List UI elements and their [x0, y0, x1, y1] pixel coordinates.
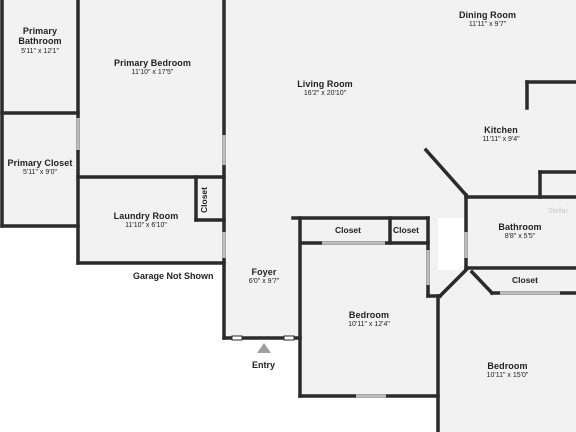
garage-note: Garage Not Shown — [133, 271, 214, 281]
entry-marker-icon — [257, 343, 271, 353]
door-jamb — [283, 335, 295, 341]
kitchen-label: Kitchen 11'11" x 9'4" — [482, 125, 520, 144]
bathroom-label: Bathroom 8'8" x 5'5" — [498, 222, 542, 241]
dining-room-label: Dining Room 11'11" x 9'7" — [458, 10, 517, 29]
wall — [437, 267, 469, 299]
entry-label: Entry — [252, 360, 276, 370]
floor-bathroom — [467, 198, 576, 268]
living-room-label: Living Room 16'2" x 20'10" — [297, 79, 353, 98]
primary-bedroom-label: Primary Bedroom 11'10" x 17'5" — [113, 58, 192, 77]
wall — [469, 269, 495, 296]
floor-bedroom-right — [438, 270, 576, 432]
floor-primary-closet — [3, 114, 77, 225]
floor-foyer — [225, 218, 302, 338]
wall — [423, 147, 469, 198]
floor-primary-bathroom — [3, 0, 77, 112]
floor-primary-bedroom — [79, 0, 225, 176]
primary-bathroom-label: Primary Bathroom 5'11" x 12'1" — [18, 26, 62, 55]
foyer-label: Foyer 6'0" x 9'7" — [248, 267, 280, 286]
bedroom-center-label: Bedroom 10'11" x 12'4" — [348, 310, 390, 329]
bedroom-closet-right-label: Closet — [393, 225, 419, 235]
door-jamb — [231, 335, 243, 341]
bedroom-closet-left-label: Closet — [335, 225, 361, 235]
floor-living — [225, 0, 576, 218]
floor-bedroom-center — [302, 218, 438, 396]
bedroom-right-label: Bedroom 10'11" x 15'0" — [486, 361, 529, 380]
laundry-room-label: Laundry Room 11'10" x 6'10" — [113, 211, 179, 230]
laundry-closet-label: Closet — [199, 187, 209, 213]
bedroom-right-closet-label: Closet — [512, 275, 538, 285]
primary-closet-label: Primary Closet 5'11" x 9'0" — [7, 158, 73, 177]
watermark: Stellar — [548, 208, 568, 215]
